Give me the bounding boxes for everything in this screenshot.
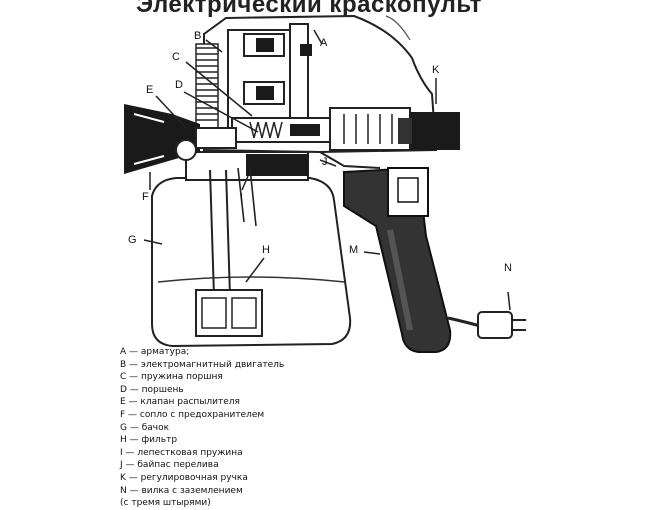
label-h: H bbox=[262, 244, 270, 256]
legend-item: B — электромагнитный двигатель bbox=[120, 359, 285, 370]
leader-lines bbox=[143, 29, 511, 311]
label-i: I bbox=[240, 192, 244, 204]
filter bbox=[195, 289, 263, 337]
piston bbox=[290, 124, 320, 136]
legend-item: K — регулировочная ручка bbox=[120, 472, 248, 483]
label-b: B bbox=[194, 30, 202, 42]
label-k: K bbox=[432, 64, 440, 76]
legend-item: C — пружина поршня bbox=[120, 372, 223, 383]
legend-item: J — байпас перелива bbox=[120, 460, 219, 471]
tank-collar-dark bbox=[246, 154, 308, 176]
legend-item: I — лепестковая пружина bbox=[120, 447, 243, 458]
legend-item: D — поршень bbox=[120, 384, 184, 395]
legend-item: A — арматура; bbox=[120, 347, 190, 357]
suction-tube bbox=[209, 169, 231, 297]
diagram-title: Электрический краскопульт bbox=[136, 0, 482, 18]
housing-outline bbox=[385, 15, 411, 41]
adjusting-knob bbox=[410, 112, 460, 150]
label-m: M bbox=[349, 244, 359, 256]
armature-plate bbox=[300, 44, 312, 56]
label-n: N bbox=[504, 262, 512, 274]
parts-legend: A — арматура; B — электромагнитный двига… bbox=[120, 346, 380, 510]
label-j: J bbox=[322, 156, 328, 168]
armature bbox=[289, 23, 309, 131]
label-a: A bbox=[320, 37, 328, 49]
bypass bbox=[319, 151, 381, 169]
legend-item: F — сопло с предохранителем bbox=[120, 409, 265, 420]
label-d: D bbox=[175, 79, 183, 91]
legend-item: (с тремя штырями) bbox=[120, 498, 211, 509]
legend-item: G — бачок bbox=[120, 422, 170, 433]
nozzle-valve bbox=[195, 127, 237, 149]
legend-item: N — вилка с заземлением bbox=[120, 485, 243, 496]
piston-spring bbox=[249, 121, 283, 139]
legend-item: E — клапан распылителя bbox=[120, 397, 240, 408]
legend-item: H — фильтр bbox=[120, 435, 178, 446]
label-f: F bbox=[142, 191, 149, 203]
power-cord bbox=[447, 316, 481, 328]
paint-level bbox=[157, 276, 346, 283]
label-e: E bbox=[146, 84, 154, 96]
label-c: C bbox=[172, 51, 180, 63]
petal-spring bbox=[237, 167, 257, 227]
label-g: G bbox=[128, 234, 137, 246]
plug bbox=[477, 311, 526, 339]
